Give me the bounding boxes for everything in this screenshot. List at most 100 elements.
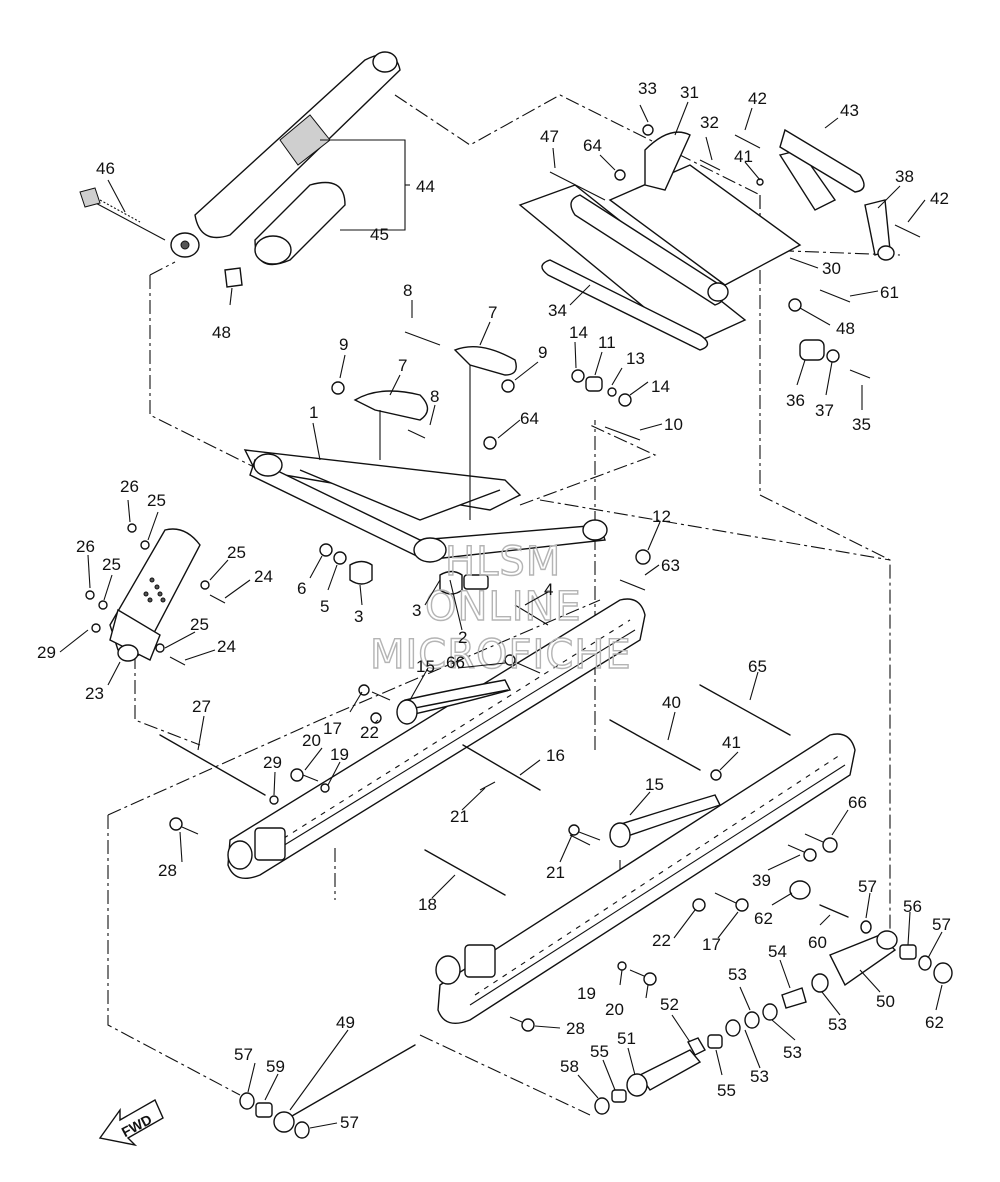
callout-59: 59 [266,1057,285,1076]
callout-53c: 53 [750,1067,769,1086]
callout-40: 40 [662,693,681,712]
callout-37: 37 [815,401,834,420]
callout-6: 6 [297,579,306,598]
callout-52: 52 [660,995,679,1014]
callout-55b: 55 [717,1081,736,1100]
callout-leaders [59,101,943,1129]
callout-53a: 53 [728,965,747,984]
watermark: HLSM ONLINE MICROFICHE [369,538,632,678]
callout-57c: 57 [234,1045,253,1064]
callout-51: 51 [617,1029,636,1048]
callout-48a: 48 [212,323,231,342]
callout-17b: 17 [702,935,721,954]
callout-57a: 57 [858,877,877,896]
callout-27: 27 [192,697,211,716]
callout-18: 18 [418,895,437,914]
callout-2: 2 [458,628,467,647]
callout-62b: 62 [925,1013,944,1032]
link-plate-assembly [85,523,226,666]
callout-41a: 41 [734,147,753,166]
callout-11: 11 [598,333,616,352]
callout-20b: 20 [605,1000,624,1019]
callout-3a: 3 [354,607,363,626]
callout-26b: 26 [76,537,95,556]
callout-28a: 28 [158,861,177,880]
callout-58: 58 [560,1057,579,1076]
callout-63: 63 [661,556,680,575]
shafts [159,684,791,1121]
callout-9a: 9 [339,335,348,354]
callout-10: 10 [664,415,683,434]
watermark-line3: MICROFICHE [370,632,632,678]
callout-labels: 1 2 3 3 4 5 6 7 7 8 8 9 9 10 11 12 13 14… [37,79,951,1132]
callout-50: 50 [876,992,895,1011]
callout-33: 33 [638,79,657,98]
callout-65: 65 [748,657,767,676]
callout-29b: 29 [263,753,282,772]
callout-56: 56 [903,897,922,916]
callout-23: 23 [85,684,104,703]
callout-43: 43 [840,101,859,120]
callout-57d: 57 [340,1113,359,1132]
callout-7b: 7 [398,356,407,375]
callout-26a: 26 [120,477,139,496]
callout-62a: 62 [754,909,773,928]
callout-66a: 66 [446,653,465,672]
callout-61: 61 [880,283,899,302]
callout-60: 60 [808,933,827,952]
callout-45: 45 [370,225,389,244]
callout-41b: 41 [722,733,741,752]
callout-44: 44 [416,177,435,196]
rear-arm-assembly [518,124,921,379]
callout-32: 32 [700,113,719,132]
leaf-springs [358,654,721,848]
callout-24b: 24 [217,637,236,656]
callout-39: 39 [752,871,771,890]
callout-13: 13 [626,349,645,368]
callout-22b: 22 [652,931,671,950]
callout-64b: 64 [520,409,539,428]
callout-16: 16 [546,746,565,765]
callout-38: 38 [895,167,914,186]
callout-35: 35 [852,415,871,434]
callout-28b: 28 [566,1019,585,1038]
callout-30: 30 [822,259,841,278]
callout-1: 1 [309,403,318,422]
callout-15b: 15 [645,775,664,794]
callout-34: 34 [548,301,567,320]
callout-8b: 8 [430,387,439,406]
callout-4: 4 [544,580,553,599]
callout-57b: 57 [932,915,951,934]
callout-36: 36 [786,391,805,410]
watermark-line1: HLSM [445,539,561,585]
callout-54: 54 [768,942,787,961]
tension-adjuster-parts [239,880,953,1139]
callout-47: 47 [540,127,559,146]
callout-64a: 64 [583,136,602,155]
callout-14a: 14 [569,323,588,342]
callout-24a: 24 [254,567,273,586]
callout-12: 12 [652,507,671,526]
callout-9b: 9 [538,343,547,362]
callout-25b: 25 [102,555,121,574]
callout-19b: 19 [577,984,596,1003]
callout-21a: 21 [450,807,469,826]
callout-8a: 8 [403,281,412,300]
callout-49: 49 [336,1013,355,1032]
callout-19a: 19 [330,745,349,764]
fasteners [169,768,838,1032]
front-arm-assembly [243,331,651,626]
callout-42b: 42 [930,189,949,208]
callout-14b: 14 [651,377,670,396]
forward-direction-arrow: FWD [98,1099,164,1147]
callout-42a: 42 [748,89,767,108]
callout-31: 31 [680,83,699,102]
callout-46: 46 [96,159,115,178]
callout-48b: 48 [836,319,855,338]
callout-25c: 25 [227,543,246,562]
callout-66b: 66 [848,793,867,812]
callout-25a: 25 [147,491,166,510]
slide-rails [227,598,856,1024]
rear-shock-absorber [79,51,410,288]
